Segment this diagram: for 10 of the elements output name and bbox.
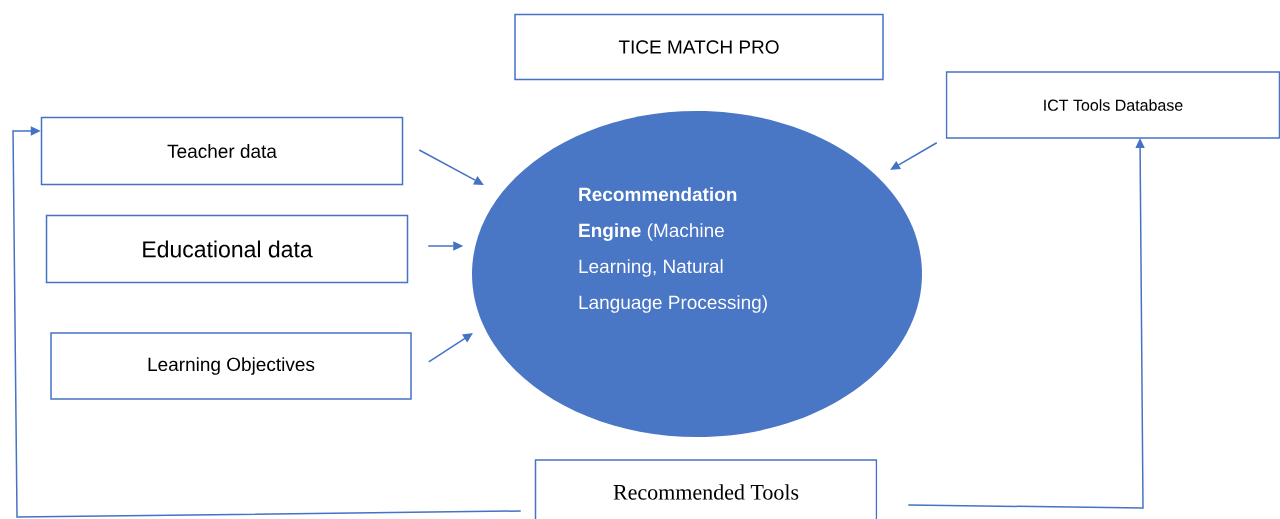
arrow: [418, 149, 484, 185]
database-box: ICT Tools Database: [945, 71, 1280, 139]
output-box: Recommended Tools: [534, 459, 878, 519]
input-box: Learning Objectives: [50, 332, 412, 400]
arrow: [428, 333, 473, 363]
input-box: Teacher data: [40, 116, 404, 186]
arrow: [12, 126, 522, 518]
title-box: TICE MATCH PRO: [514, 13, 884, 81]
arrow: [890, 142, 938, 170]
input-box: Educational data: [45, 214, 409, 284]
